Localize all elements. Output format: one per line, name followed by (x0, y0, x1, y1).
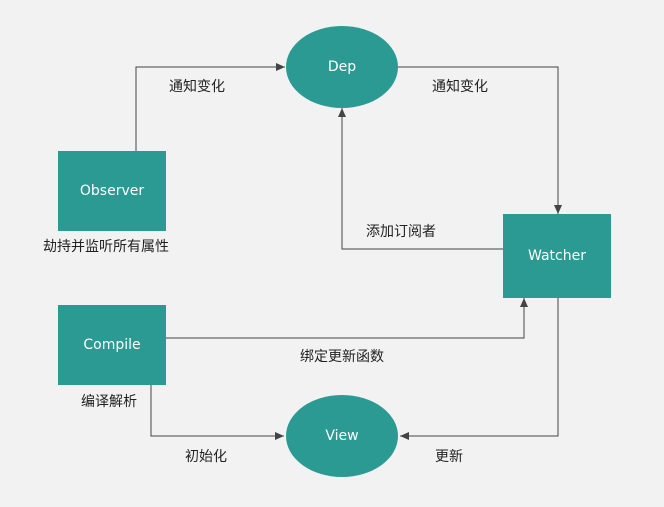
watcher-to-view-label: 更新 (435, 449, 463, 465)
watcher-to-dep-label: 添加订阅者 (366, 224, 436, 240)
dep-to-watcher-label: 通知变化 (432, 78, 488, 95)
edge-compile-to-view (150, 385, 284, 440)
edge-observer-to-dep (135, 63, 285, 151)
view-node (286, 395, 398, 477)
dep-node-label: Dep (328, 59, 356, 75)
compile-to-view-label: 初始化 (185, 448, 227, 465)
watcher-node-label: Watcher (528, 248, 586, 264)
observer-to-dep-label: 通知变化 (169, 78, 225, 95)
observer-node-label: Observer (80, 183, 144, 199)
observer-caption: 劫持并监听所有属性 (43, 239, 169, 255)
edge-watcher-to-view (400, 298, 559, 440)
dep-node (286, 26, 398, 108)
observer-node (58, 151, 166, 231)
compile-caption: 编译解析 (81, 394, 137, 410)
edge-compile-to-watcher (166, 298, 528, 339)
edge-watcher-to-dep (338, 108, 503, 250)
compile-node (58, 305, 166, 385)
edge-dep-to-watcher (398, 66, 562, 214)
compile-to-watcher-label: 绑定更新函数 (300, 349, 384, 365)
watcher-node (503, 214, 611, 298)
compile-node-label: Compile (83, 337, 140, 353)
view-node-label: View (325, 428, 358, 444)
